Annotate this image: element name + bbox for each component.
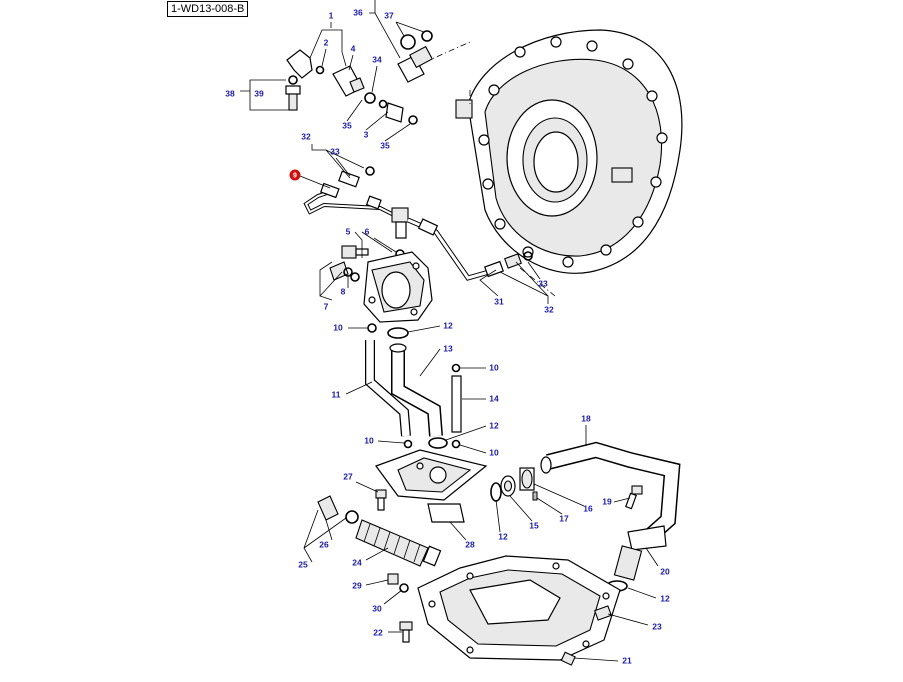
hose-13: [389, 343, 443, 437]
housing-bolt-holes: [478, 36, 668, 268]
leader-lines: [240, 0, 659, 662]
callout-c26: 26: [319, 539, 329, 549]
sleeve-16: [519, 467, 535, 491]
bolt-22: [399, 621, 413, 643]
pin-17: [532, 491, 538, 501]
callout-c7: 7: [324, 301, 329, 311]
sender-26: [317, 495, 359, 524]
bolt-27: [375, 489, 387, 511]
centerline-housing-lower: [519, 267, 556, 297]
highlight-marker-label: 9: [293, 173, 297, 180]
callout-c22: 22: [373, 627, 383, 637]
callout-c24: 24: [352, 557, 362, 567]
callout-c28: 28: [465, 539, 475, 549]
plug-39: [285, 75, 301, 111]
callout-c10c: 10: [364, 435, 374, 445]
callout-c10d: 10: [489, 447, 499, 457]
callout-c27: 27: [343, 471, 353, 481]
banjo-elbow-fitting: [286, 49, 325, 79]
callout-c20: 20: [660, 566, 670, 576]
o-ring-12-mid: [490, 482, 502, 502]
callout-c36: 36: [353, 7, 363, 17]
plug-29: [387, 573, 409, 593]
callout-c35a: 35: [342, 120, 352, 130]
callout-c12a: 12: [443, 320, 453, 330]
callout-c12d: 12: [660, 593, 670, 603]
callout-c16: 16: [583, 503, 593, 513]
callout-c17: 17: [559, 513, 569, 523]
flywheel-housing: [455, 29, 683, 274]
drawing-reference-label: 1-WD13-008-B: [167, 1, 249, 17]
callout-c12b: 12: [489, 420, 499, 430]
callout-c34: 34: [372, 54, 382, 64]
hose-18: [540, 441, 681, 542]
callout-c10b: 10: [489, 362, 499, 372]
callout-c1: 1: [329, 10, 334, 20]
callout-c8: 8: [341, 286, 346, 296]
callout-c2: 2: [324, 37, 329, 47]
o-ring-34: [364, 92, 376, 104]
callout-c32b: 32: [544, 304, 554, 314]
callout-c13: 13: [443, 343, 453, 353]
elbow-20: [613, 525, 667, 581]
callout-c15: 15: [529, 520, 539, 530]
sump-23: [417, 555, 621, 661]
o-ring-12-top: [387, 327, 409, 339]
callout-c37: 37: [384, 10, 394, 20]
adapter-fitting: [332, 65, 365, 97]
callout-c4: 4: [351, 43, 356, 53]
centerline-housing-upper: [424, 41, 471, 63]
strainer-24: [355, 519, 442, 567]
bolt-19: [625, 485, 643, 510]
plug-21: [560, 651, 576, 666]
callout-c30: 30: [372, 603, 382, 613]
tube-14: [451, 375, 462, 433]
callout-c25: 25: [298, 559, 308, 569]
callout-c14: 14: [489, 393, 499, 403]
callout-c19: 19: [602, 496, 612, 506]
hose-11: [365, 340, 411, 437]
callout-c33b: 33: [538, 278, 548, 288]
callout-c35b: 35: [380, 140, 390, 150]
hex-plug-36: [397, 30, 433, 83]
pump-housing: [363, 251, 433, 323]
o-ring-10-top: [367, 323, 377, 333]
spacer-15: [500, 475, 516, 497]
callout-c5: 5: [346, 226, 351, 236]
callout-c12c: 12: [498, 531, 508, 541]
filter-head-28: [375, 449, 488, 523]
pipe-31-assembly: [407, 217, 533, 281]
callout-c6: 6: [365, 226, 370, 236]
callout-c10a: 10: [333, 322, 343, 332]
callout-c29: 29: [352, 580, 362, 590]
union-fitting: [385, 102, 418, 125]
callout-c38: 38: [225, 88, 235, 98]
callout-c18: 18: [581, 413, 591, 423]
callout-c3: 3: [364, 129, 369, 139]
callout-c39: 39: [254, 88, 264, 98]
callout-c23: 23: [652, 621, 662, 631]
callout-c32a: 32: [301, 131, 311, 141]
callout-c33a: 33: [330, 146, 340, 156]
callout-c21: 21: [622, 655, 632, 665]
highlight-marker: [289, 169, 301, 181]
callout-c31: 31: [494, 296, 504, 306]
pipe-9-assembly: [303, 166, 409, 259]
callout-c11: 11: [332, 389, 341, 399]
